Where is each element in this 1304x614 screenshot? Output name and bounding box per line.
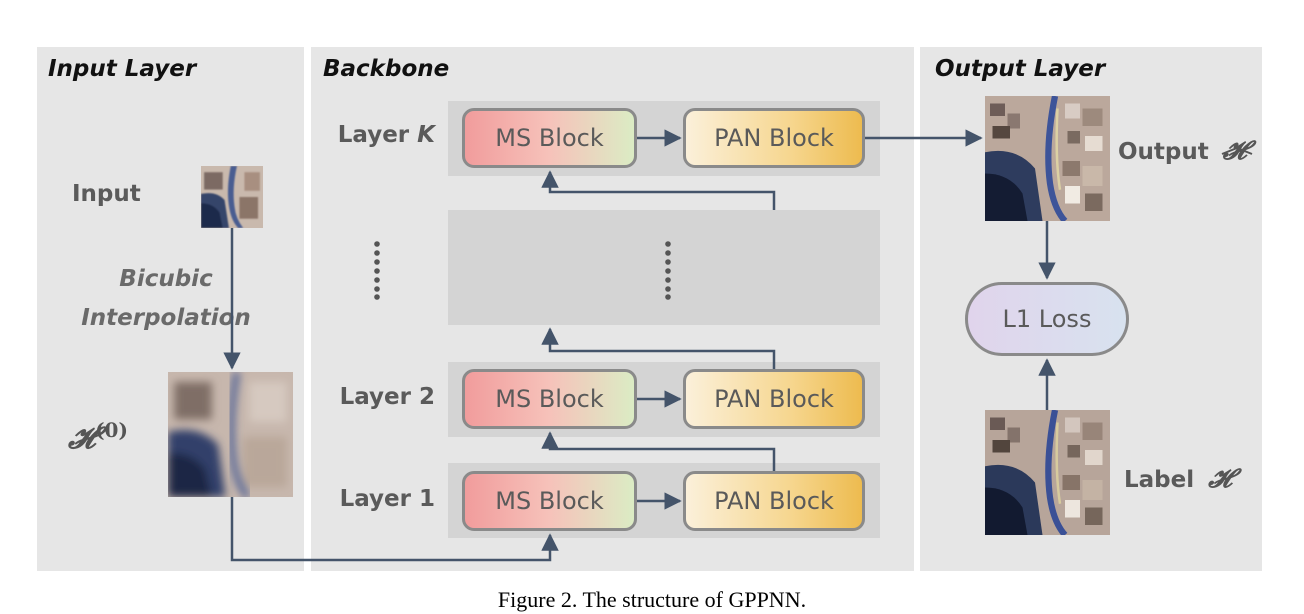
layer-k-pan-label: PAN Block [714,124,834,152]
layer-2-label: Layer 2 [339,384,435,410]
ellipsis-dots [374,241,671,300]
output-symbol-glyph: 𝓗 [1222,136,1247,166]
layer-k-ms-block: MS Block [462,108,637,168]
layer-1-pan-label: PAN Block [714,487,834,515]
upsampled-image-graphic [168,372,293,497]
arrow-l2-up [541,327,776,369]
h0-label: 𝓗(0) [68,418,128,456]
output-image-graphic [985,96,1110,221]
arrow-upsampled-to-layer1 [230,497,559,562]
layer-2-pan-label: PAN Block [714,385,834,413]
layer-k-prefix: Layer [337,122,418,148]
input-label: Input [72,181,141,207]
layer-2-pan-block: PAN Block [683,369,865,429]
interpolation-label: Interpolation [81,305,251,331]
layer-1-label: Layer 1 [339,486,435,512]
label-label: Label 𝓗 [1124,464,1232,495]
bicubic-label: Bicubic [119,266,213,292]
label-image-graphic [985,410,1110,535]
ellipsis-band [448,210,880,325]
output-label: Output 𝓗 [1118,136,1253,167]
layer-1-ms-label: MS Block [495,487,604,515]
output-image [985,96,1110,221]
layer-1-pan-block: PAN Block [683,471,865,531]
input-layer-title: Input Layer [48,56,197,82]
h0-superscript: (0) [95,418,128,442]
layer-k-ms-label: MS Block [495,124,604,152]
output-layer-title: Output Layer [935,56,1106,82]
input-image-graphic [201,166,263,228]
label-symbol: 𝓗 [1208,464,1232,494]
layer-k-pan-block: PAN Block [683,108,865,168]
label-text: Label [1124,467,1195,493]
input-image [201,166,263,228]
layer-k-index: K [417,122,435,148]
l1-loss-node: L1 Loss [965,282,1129,356]
arrow-l1-to-l2 [541,431,776,471]
arrow-to-layerk [541,170,776,210]
layer-k-label: Layer K [330,122,435,148]
l1-loss-label: L1 Loss [1002,305,1092,333]
label-image [985,410,1110,535]
figure-caption: Figure 2. The structure of GPPNN. [497,587,807,612]
output-text: Output [1118,139,1209,165]
backbone-title: Backbone [323,56,450,82]
output-hat-icon [1221,132,1253,155]
upsampled-image [168,372,293,497]
layer-2-ms-block: MS Block [462,369,637,429]
layer-1-ms-block: MS Block [462,471,637,531]
layer-2-ms-label: MS Block [495,385,604,413]
h0-symbol: 𝓗 [68,421,96,456]
output-symbol: 𝓗 [1221,136,1253,167]
